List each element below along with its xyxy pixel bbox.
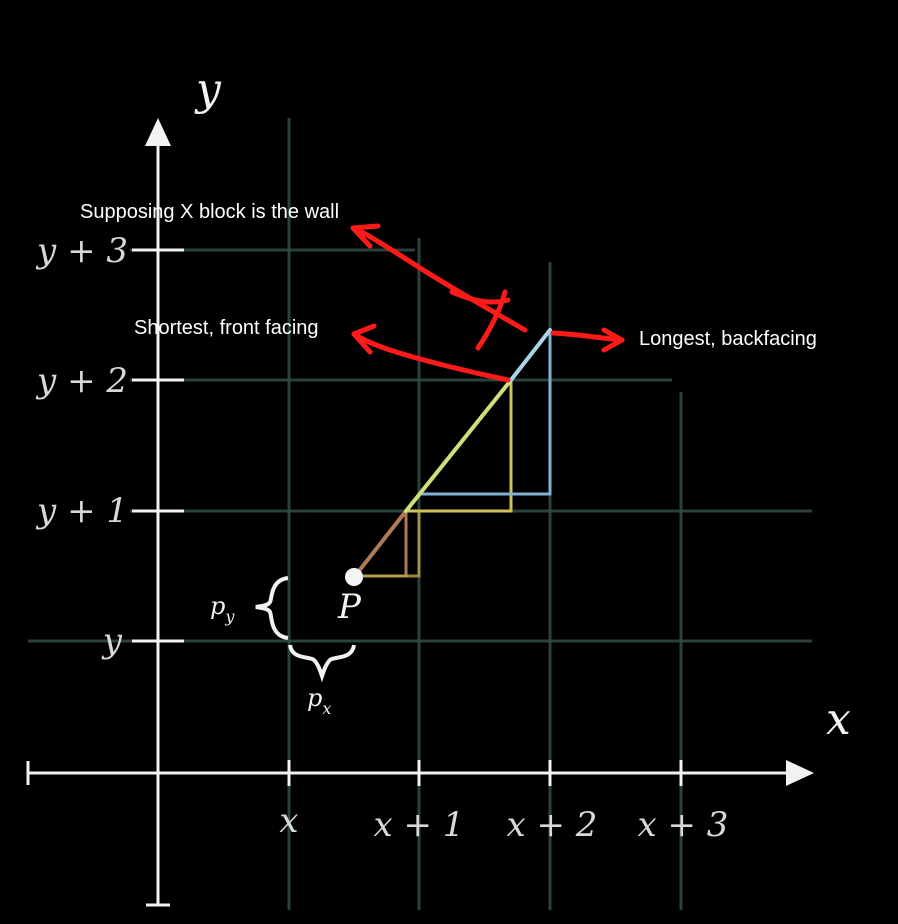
axes <box>26 118 814 907</box>
py-brace-icon <box>255 576 289 640</box>
x-tick-label: x + 3 <box>638 805 729 845</box>
point-p-label: P <box>337 587 362 627</box>
annotation-wall: Supposing X block is the wall <box>80 201 339 223</box>
yellow-step-triangle <box>406 380 513 513</box>
x-tick-labels: x x + 1 x + 2 x + 3 <box>279 801 728 845</box>
longest-arrow-head-icon <box>601 327 625 353</box>
wall-arrow-head-icon <box>350 223 381 249</box>
y-tick-label: y <box>101 621 123 661</box>
py-label-base: p <box>210 592 225 620</box>
px-label: px <box>307 684 331 718</box>
py-label-sub: y <box>224 607 235 626</box>
shortest-arrow-head-icon <box>351 323 377 355</box>
wall-arrow-line <box>352 225 528 333</box>
y-axis-label: y <box>194 64 222 115</box>
y-tick-labels: y y + 1 y + 2 y + 3 <box>35 231 128 661</box>
ray-segment-yellow <box>404 378 513 513</box>
px-label-base: p <box>307 684 322 712</box>
y-tick-label: y + 3 <box>35 231 128 271</box>
wall-cross-stroke-2 <box>475 289 508 351</box>
ray <box>353 328 552 578</box>
y-axis-arrow-icon <box>145 118 171 146</box>
x-tick-label: x <box>279 801 298 841</box>
x-tick-label: x + 1 <box>374 805 465 845</box>
annotation-shortest: Shortest, front facing <box>134 317 319 339</box>
wall-cross-stroke-1 <box>449 289 511 305</box>
y-tick-label: y + 2 <box>35 361 128 401</box>
blue-step-triangle <box>419 330 552 496</box>
y-tick-label: y + 1 <box>35 491 128 531</box>
annotation-longest: Longest, backfacing <box>639 328 817 350</box>
px-label-sub: x <box>322 699 331 718</box>
point-p-dot <box>345 568 363 586</box>
ray-step-triangles <box>355 330 552 578</box>
ray-segment-brown <box>353 509 408 578</box>
x-axis-label: x <box>826 694 851 745</box>
px-brace-icon <box>288 644 356 683</box>
ray-segment-blue <box>509 328 552 382</box>
x-tick-label: x + 2 <box>507 805 598 845</box>
x-axis-arrow-icon <box>786 760 814 786</box>
shortest-arrow-line <box>351 331 511 383</box>
red-annotations <box>350 223 625 383</box>
py-label: py <box>210 592 235 626</box>
yellow-x-step-triangle <box>355 511 421 578</box>
